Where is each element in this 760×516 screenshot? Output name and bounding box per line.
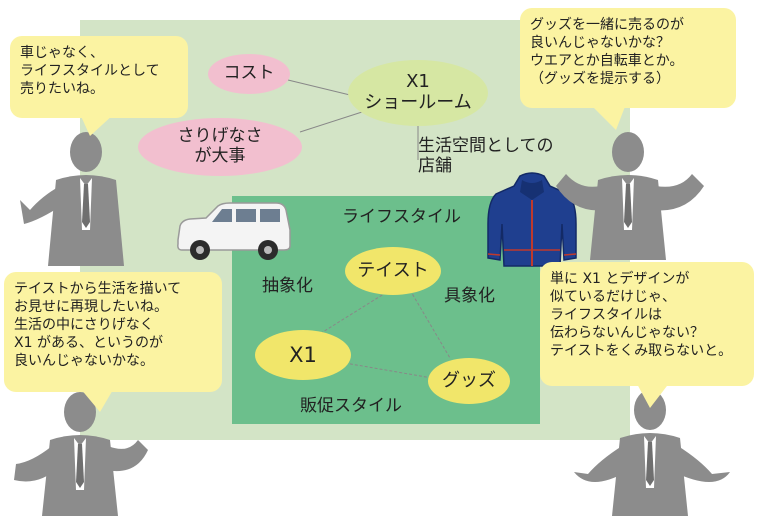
speech-bubble-bottom-left: テイストから生活を描いて お見せに再現したいね。 生活の中にさりげなく X1 が… — [4, 272, 222, 392]
bubble-tail — [80, 114, 114, 136]
x1-node: X1 — [255, 330, 351, 380]
person-icon — [556, 132, 704, 260]
person-icon — [20, 132, 124, 266]
speech-bubble-top-right: グッズを一緒に売るのが 良いんじゃないかな？ ウエアとか自転車とか。 （グッズを… — [520, 8, 736, 108]
speech-bubble-bottom-right: 単に X1 とデザインが 似ているだけじゃ、 ライフスタイルは 伝わらないんじゃ… — [540, 262, 754, 386]
jacket-icon — [487, 172, 577, 267]
cost-node: コスト — [208, 54, 290, 94]
taste-node: テイスト — [345, 247, 441, 295]
goods-node: グッズ — [428, 358, 510, 404]
bubble-tail — [636, 382, 670, 408]
car-icon — [177, 202, 291, 260]
living-space-label: 生活空間としての 店舗 — [418, 136, 554, 176]
sales-style-label: 販促スタイル — [300, 396, 402, 416]
bubble-tail — [590, 104, 626, 130]
lifestyle-label: ライフスタイル — [342, 207, 461, 227]
bubble-tail — [80, 388, 114, 412]
abstraction-label: 抽象化 — [262, 276, 313, 296]
subtle-node: さりげなさ が大事 — [138, 118, 302, 176]
showroom-node: X1 ショールーム — [348, 60, 488, 126]
person-icon — [14, 392, 148, 516]
speech-bubble-top-left: 車じゃなく、 ライフスタイルとして 売りたいね。 — [10, 36, 188, 118]
concretization-label: 具象化 — [444, 286, 495, 306]
person-icon — [574, 390, 730, 516]
